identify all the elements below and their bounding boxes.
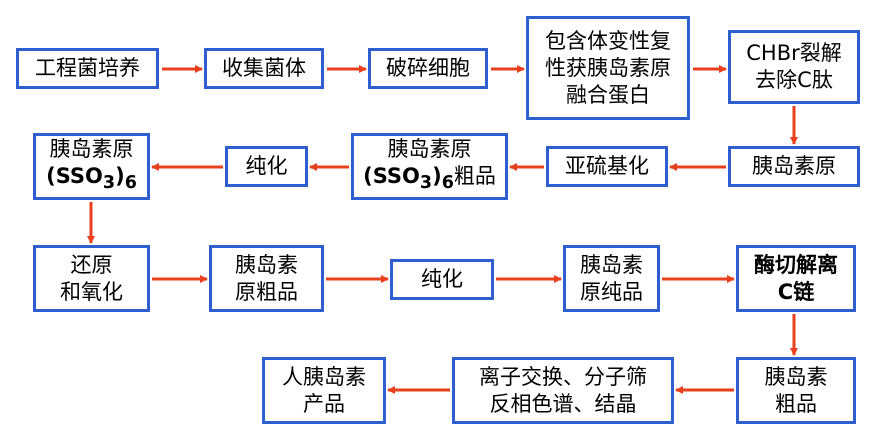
step-ion-exchange-chromatography: 离子交换、分子筛 反相色谱、结晶 <box>452 357 674 424</box>
step-proinsulin: 胰岛素原 <box>728 146 860 187</box>
formula-subscript: 6 <box>441 173 454 194</box>
step-label-line2: 原粗品 <box>235 279 298 304</box>
step-label: 工程菌培养 <box>35 56 140 80</box>
step-collect-cells: 收集菌体 <box>204 48 324 89</box>
formula-subscript: 3 <box>419 173 433 194</box>
step-label-line2: 反相色谱、结晶 <box>489 391 637 416</box>
step-label-line1: 包含体变性复 <box>545 28 671 53</box>
step-label: 破碎细胞 <box>386 56 470 80</box>
step-label-line1: 酶切解离 <box>754 252 838 277</box>
step-label-line1: 胰岛素 <box>764 364 828 389</box>
step-label-line1: 胰岛素 <box>580 252 643 277</box>
step-label-line2: (SSO3)6粗品 <box>363 163 496 197</box>
step-label: 收集菌体 <box>222 56 306 80</box>
step-label-line2: C链 <box>777 279 815 304</box>
step-proinsulin-sso3-crude: 胰岛素原 (SSO3)6粗品 <box>351 133 508 200</box>
formula-open: (SSO <box>363 163 420 188</box>
step-engineered-bacteria-culture: 工程菌培养 <box>16 48 159 89</box>
step-inclusion-body-refolding: 包含体变性复 性获胰岛素原 融合蛋白 <box>526 16 690 120</box>
step-enzymatic-c-chain-removal: 酶切解离 C链 <box>736 245 856 312</box>
step-human-insulin-product: 人胰岛素 产品 <box>262 357 386 424</box>
formula-open: (SSO <box>46 163 103 188</box>
step-label-line2: 粗品 <box>775 391 817 416</box>
step-label-line1: 胰岛素 <box>235 252 298 277</box>
step-label: 亚硫基化 <box>565 154 649 178</box>
step-label-line1: 胰岛素原 <box>387 136 472 161</box>
step-proinsulin-pure: 胰岛素 原纯品 <box>563 245 660 312</box>
formula-suffix: 粗品 <box>453 163 496 188</box>
formula-close: ) <box>115 163 125 188</box>
step-label-line1: CHBr裂解 <box>746 41 842 65</box>
step-proinsulin-sso3: 胰岛素原 (SSO3)6 <box>33 133 150 200</box>
step-label-line2: 原纯品 <box>580 279 643 304</box>
step-chbr-cleavage: CHBr裂解 去除C肽 <box>728 30 860 104</box>
step-insulin-crude: 胰岛素 粗品 <box>736 357 856 424</box>
step-label: 胰岛素原 <box>752 154 836 178</box>
step-purification-2: 纯化 <box>390 259 494 300</box>
step-label-line2: 去除C肽 <box>755 68 833 92</box>
formula-subscript: 3 <box>102 173 116 194</box>
step-label-line1: 还原 <box>70 252 113 277</box>
step-label: 纯化 <box>421 267 463 291</box>
step-label-line1: 胰岛素原 <box>49 136 134 161</box>
step-purification-1: 纯化 <box>225 146 308 187</box>
step-cell-disruption: 破碎细胞 <box>368 48 488 89</box>
step-sulfitolysis: 亚硫基化 <box>546 146 668 187</box>
step-label-line2: 和氧化 <box>60 279 123 304</box>
step-label-line1: 人胰岛素 <box>282 364 366 389</box>
step-label-line3: 融合蛋白 <box>566 82 650 107</box>
step-reduction-oxidation: 还原 和氧化 <box>33 245 150 312</box>
step-label-line2: 性获胰岛素原 <box>545 55 671 80</box>
formula-close: ) <box>432 163 442 188</box>
step-label: 纯化 <box>245 154 288 178</box>
step-label-line2: (SSO3)6 <box>46 163 137 197</box>
step-label-line2: 产品 <box>303 391 345 416</box>
step-proinsulin-crude: 胰岛素 原粗品 <box>209 245 324 312</box>
formula-subscript: 6 <box>124 173 137 194</box>
step-label-line1: 离子交换、分子筛 <box>479 364 647 389</box>
